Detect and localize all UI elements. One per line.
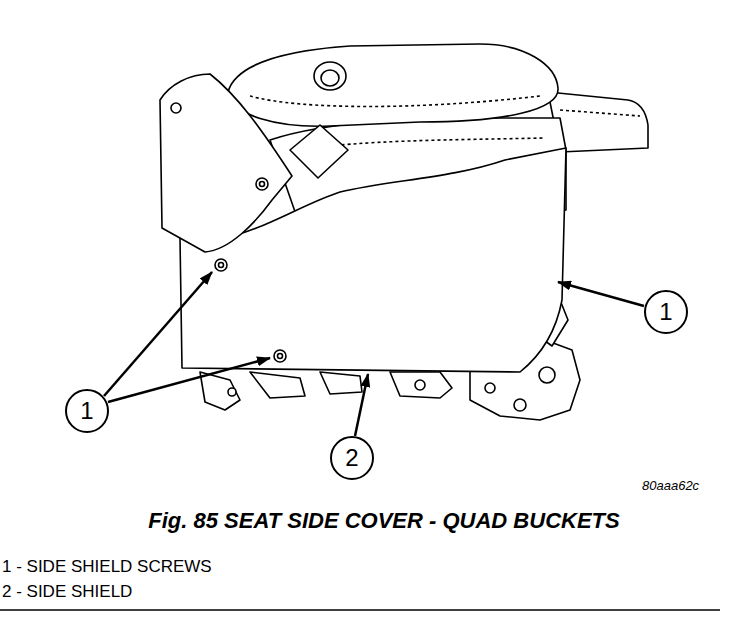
legend-text: 1 - SIDE SHIELD SCREWS [2,557,212,577]
callout-circle: 1 [65,389,109,433]
figure-code: 80aaa62c [642,478,699,493]
callout-number: 2 [345,444,358,472]
callout-circle: 1 [644,290,688,334]
figure-caption: Fig. 85 SEAT SIDE COVER - QUAD BUCKETS [148,508,619,534]
callout-number: 1 [659,298,672,326]
rule-line [0,609,720,611]
callout-circle: 2 [330,436,374,480]
callout-number: 1 [80,397,93,425]
legend-text: 2 - SIDE SHIELD [2,582,132,602]
